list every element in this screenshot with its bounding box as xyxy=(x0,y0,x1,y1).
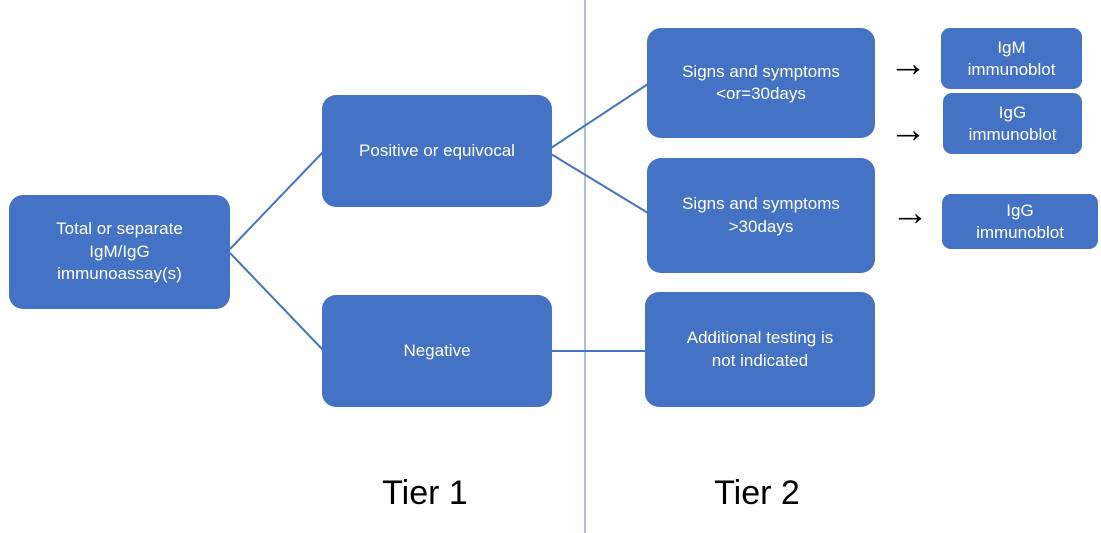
node-text-line: immunoblot xyxy=(968,124,1057,144)
node-text-line: Additional testing is xyxy=(686,328,834,348)
node-text-line: IgM/IgG xyxy=(89,241,150,261)
node-additional-testing-not-indicated: Additional testing is not indicated xyxy=(645,292,875,407)
node-text-line: IgG xyxy=(998,103,1027,123)
right-arrow-icon: → xyxy=(891,192,929,234)
node-total-immunoassay: Total or separate IgM/IgG immunoassay(s) xyxy=(9,195,230,309)
connector-immunoassay-to-negative xyxy=(229,252,324,351)
connector-positive-to-signs-gt30 xyxy=(550,153,649,214)
node-text-line: IgG xyxy=(1006,201,1034,221)
node-text-line: Negative xyxy=(403,340,471,360)
node-signs-symptoms-gt30days: Signs and symptoms >30days xyxy=(647,158,875,273)
node-positive-or-equivocal: Positive or equivocal xyxy=(322,95,552,207)
node-igg-immunoblot-late: IgG immunoblot xyxy=(942,194,1098,249)
node-negative: Negative xyxy=(322,295,552,407)
node-text-line: Positive or equivocal xyxy=(359,140,515,160)
node-text-line: <or=30days xyxy=(716,84,806,103)
node-text-line: immunoblot xyxy=(976,222,1064,242)
connector-positive-to-signs-le30 xyxy=(550,83,649,149)
right-arrow-icon: → xyxy=(889,43,927,85)
node-text-line: IgM xyxy=(997,38,1026,58)
tier-1-label: Tier 1 xyxy=(382,474,468,512)
node-text-line: Total or separate xyxy=(56,219,183,239)
node-text-line: immunoblot xyxy=(967,59,1056,79)
node-text-line: Signs and symptoms xyxy=(682,61,840,81)
node-text-line: immunoassay(s) xyxy=(57,264,182,284)
node-igm-immunoblot: IgM immunoblot xyxy=(941,28,1082,89)
node-text-line: not indicated xyxy=(711,350,809,370)
connector-immunoassay-to-positive xyxy=(229,151,324,250)
node-text-line: Signs and symptoms xyxy=(682,194,840,214)
node-signs-symptoms-le30days: Signs and symptoms <or=30days xyxy=(647,28,875,138)
node-igg-immunoblot-early: IgG immunoblot xyxy=(943,93,1082,154)
tier-2-label: Tier 2 xyxy=(714,474,800,512)
right-arrow-icon: → xyxy=(889,109,927,151)
node-text-line: >30days xyxy=(728,216,794,236)
